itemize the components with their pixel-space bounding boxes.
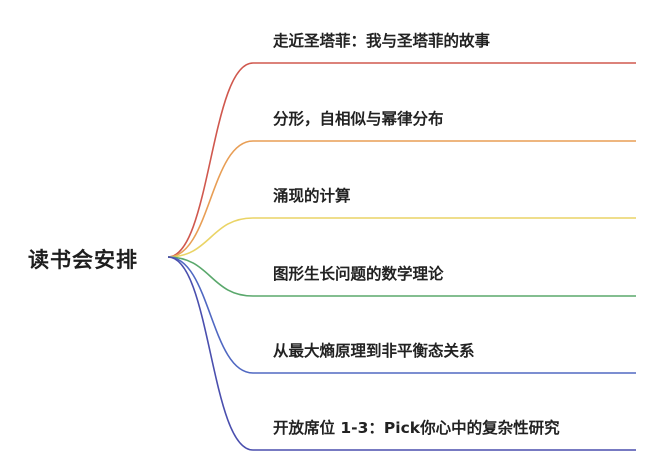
branch-line [167,256,636,374]
branch-line [167,217,636,258]
branch-node[interactable]: 走近圣塔菲：我与圣塔菲的故事 [273,32,491,50]
root-node[interactable]: 读书会安排 [28,248,138,272]
branch-node[interactable]: 图形生长问题的数学理论 [273,265,444,283]
branch-line [167,256,636,297]
branch-node[interactable]: 从最大熵原理到非平衡态关系 [273,342,475,360]
branch-line [167,62,636,258]
branch-line [167,256,636,451]
branch-node[interactable]: 开放席位 1-3：Pick你心中的复杂性研究 [273,419,560,437]
branch-node[interactable]: 涌现的计算 [273,187,351,205]
branch-line [167,140,636,258]
branch-node[interactable]: 分形，自相似与幂律分布 [273,110,444,128]
